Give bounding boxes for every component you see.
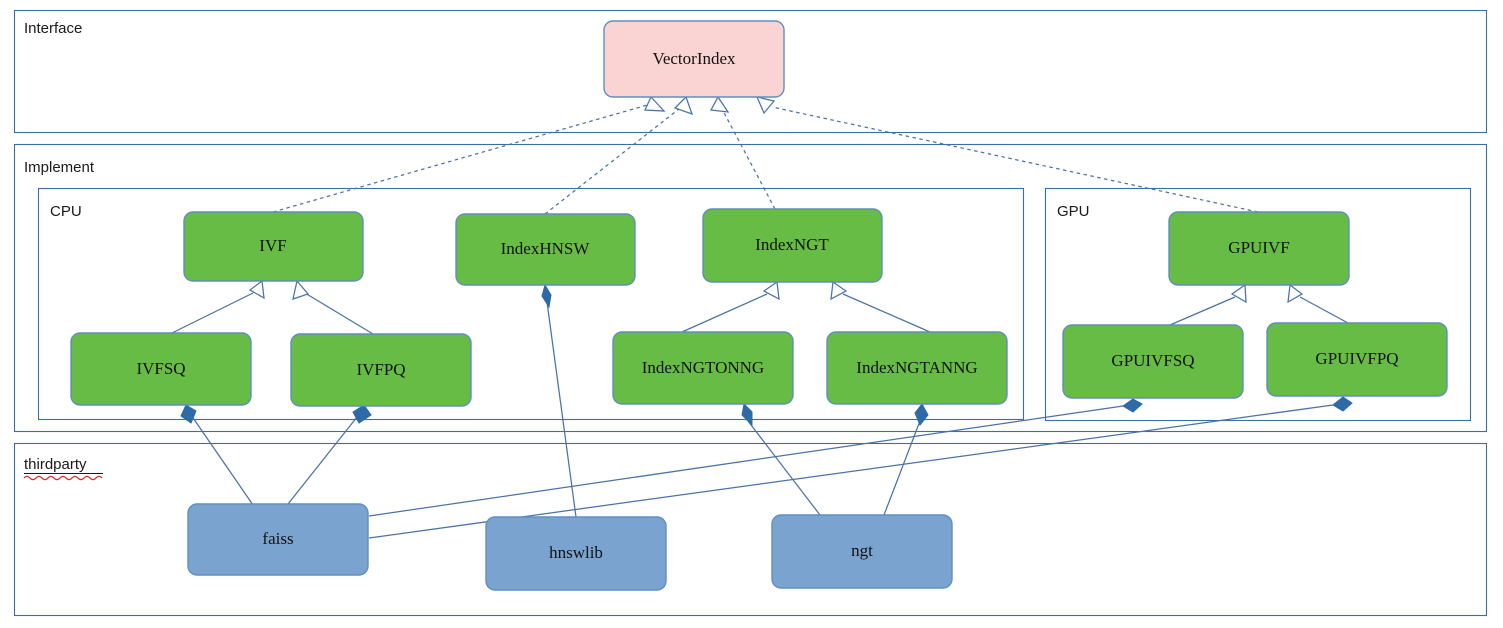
edge-hnswlib-indexhnsw: [541, 283, 577, 518]
container-gpu: GPU: [1044, 187, 1472, 422]
edge-faiss-ivfsq: [180, 404, 254, 506]
node-indexngt[interactable]: IndexNGT: [702, 208, 883, 283]
edge-ivfsq-ivf: [171, 279, 265, 334]
node-label-indexhnsw: IndexHNSW: [501, 239, 591, 258]
container-cpu: CPU: [37, 187, 1025, 421]
node-ivfpq[interactable]: IVFPQ: [290, 333, 472, 407]
node-gpuivf[interactable]: GPUIVF: [1168, 211, 1350, 286]
container-label-thirdparty: thirdparty: [24, 456, 87, 473]
node-label-vectorindex: VectorIndex: [652, 49, 736, 68]
node-rect-gpuivfsq[interactable]: [1062, 324, 1244, 399]
node-rect-indexngtonng[interactable]: [612, 331, 794, 405]
node-label-ivf: IVF: [259, 236, 286, 255]
node-label-ivfpq: IVFPQ: [356, 360, 405, 379]
container-label-gpu: GPU: [1057, 203, 1090, 220]
node-faiss[interactable]: faiss: [187, 503, 369, 576]
node-ivf[interactable]: IVF: [183, 211, 364, 282]
container-label-interface: Interface: [24, 20, 82, 37]
node-rect-vectorindex[interactable]: [603, 20, 785, 98]
edge-gpuivfpq-gpuivf: [1287, 283, 1349, 324]
node-rect-indexngtanng[interactable]: [826, 331, 1008, 405]
edge-faiss-ivfpq: [287, 404, 372, 505]
container-interface: Interface: [13, 9, 1488, 134]
edge-indexngtonng-indexngt: [681, 280, 780, 333]
node-rect-gpuivfpq[interactable]: [1266, 322, 1448, 397]
edge-indexngtanng-indexngt: [830, 280, 931, 333]
node-label-gpuivfsq: GPUIVFSQ: [1111, 351, 1194, 370]
edge-group-inheritance: [171, 279, 1349, 335]
edge-gpuivfsq-gpuivf: [1169, 283, 1247, 326]
node-rect-ivfsq[interactable]: [70, 332, 252, 406]
container-label-cpu: CPU: [50, 203, 82, 220]
edge-ngt-indexngtanng: [883, 403, 929, 516]
edge-ivfpq-ivf: [292, 279, 374, 335]
node-rect-indexngt[interactable]: [702, 208, 883, 283]
edge-indexngt-vectorindex: [710, 95, 776, 210]
node-rect-ivfpq[interactable]: [290, 333, 472, 407]
node-rect-faiss[interactable]: [187, 503, 369, 576]
node-label-ngt: ngt: [851, 541, 873, 560]
node-label-indexngt: IndexNGT: [755, 235, 829, 254]
node-gpuivfpq[interactable]: GPUIVFPQ: [1266, 322, 1448, 397]
node-label-indexngtanng: IndexNGTANNG: [856, 358, 977, 377]
node-ivfsq[interactable]: IVFSQ: [70, 332, 252, 406]
node-label-faiss: faiss: [262, 529, 293, 548]
node-vectorindex[interactable]: VectorIndex: [603, 20, 785, 98]
node-rect-hnswlib[interactable]: [485, 516, 667, 591]
edge-faiss-gpuivfpq: [368, 396, 1353, 539]
node-ngt[interactable]: ngt: [771, 514, 953, 589]
node-rect-gpuivf[interactable]: [1168, 211, 1350, 286]
node-label-gpuivf: GPUIVF: [1228, 238, 1289, 257]
node-rect-indexhnsw[interactable]: [455, 213, 636, 286]
edge-ngt-indexngtonng: [741, 402, 821, 516]
node-label-indexngtonng: IndexNGTONNG: [642, 358, 764, 377]
container-implement: Implement: [13, 143, 1488, 433]
node-rect-ivf[interactable]: [183, 211, 364, 282]
edge-indexhnsw-vectorindex: [544, 95, 694, 215]
node-indexngtanng[interactable]: IndexNGTANNG: [826, 331, 1008, 405]
edge-ivf-vectorindex: [272, 95, 666, 213]
node-label-ivfsq: IVFSQ: [136, 359, 185, 378]
node-label-gpuivfpq: GPUIVFPQ: [1315, 349, 1398, 368]
container-label-implement: Implement: [24, 159, 95, 176]
node-hnswlib[interactable]: hnswlib: [485, 516, 667, 591]
edge-faiss-gpuivfsq: [368, 398, 1143, 517]
spellcheck-squiggle-icon: [23, 475, 103, 481]
container-thirdparty: thirdparty: [13, 442, 1488, 617]
edge-group-composition: [180, 283, 1353, 539]
node-rect-ngt[interactable]: [771, 514, 953, 589]
edge-group-realization: [272, 95, 1259, 215]
node-label-hnswlib: hnswlib: [549, 543, 603, 562]
node-indexngtonng[interactable]: IndexNGTONNG: [612, 331, 794, 405]
node-gpuivfsq[interactable]: GPUIVFSQ: [1062, 324, 1244, 399]
node-indexhnsw[interactable]: IndexHNSW: [455, 213, 636, 286]
edge-gpuivf-vectorindex: [755, 96, 1259, 213]
